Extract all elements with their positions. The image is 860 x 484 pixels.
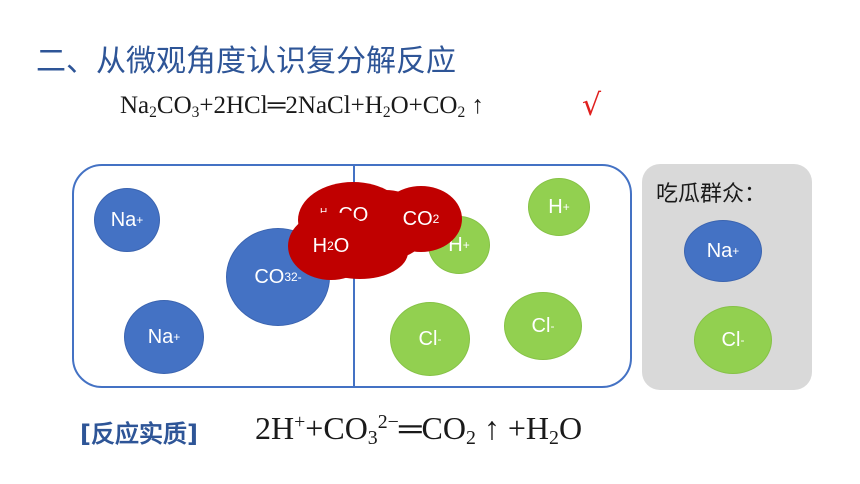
eq2-sub: 2 xyxy=(465,426,476,449)
eq1-sub-h2: 2 xyxy=(382,103,391,121)
ion-symbol: Cl xyxy=(418,327,438,350)
eq2-sup: 2− xyxy=(377,411,399,434)
ion-na-2: Na+ xyxy=(124,300,204,374)
eq1-hcl: +2HCl xyxy=(199,92,268,119)
beaker-container xyxy=(72,164,632,388)
eq2-sub: 2 xyxy=(549,426,559,449)
eq1-na: Na xyxy=(120,92,150,119)
chemical-equation: Na2CO3+2HCl═2NaCl+H2O+CO2 ↑ xyxy=(120,92,484,122)
ion-charge: + xyxy=(562,200,570,214)
onlooker-na: Na+ xyxy=(684,220,762,282)
ion-charge: + xyxy=(462,238,470,252)
ionic-equation: 2H++CO32−═CO2 ↑ +H2O xyxy=(255,410,582,450)
eq2-part: ↑ +H xyxy=(475,410,550,446)
product-symbol: H xyxy=(312,234,328,257)
ion-charge: + xyxy=(732,244,740,258)
onlooker-cl: Cl- xyxy=(694,306,772,374)
ion-charge: + xyxy=(173,330,181,344)
ion-charge: + xyxy=(136,213,144,227)
eq1-sub-2: 2 xyxy=(149,103,157,121)
eq2-sub: 3 xyxy=(367,426,378,449)
ion-symbol: Na xyxy=(147,325,174,348)
check-mark-icon: √ xyxy=(582,88,602,123)
product-subscript: 2 xyxy=(327,239,334,253)
ion-symbol: H xyxy=(548,195,563,218)
product-subscript: 2 xyxy=(432,212,440,226)
ion-symbol: Na xyxy=(110,208,137,231)
eq2-part: O xyxy=(558,410,583,446)
ion-na-1: Na+ xyxy=(94,188,160,252)
ion-cl-2: Cl- xyxy=(390,302,470,376)
product-tail: O xyxy=(333,234,350,257)
eq2-part: +CO xyxy=(305,410,368,446)
onlookers-label: 吃瓜群众： xyxy=(656,182,767,207)
ion-subscript: 3 xyxy=(284,270,291,284)
eq1-equals: ═ xyxy=(267,92,286,119)
ion-symbol: Na xyxy=(706,239,733,262)
ion-symbol: Cl xyxy=(531,314,551,337)
ion-charge: - xyxy=(437,332,442,346)
essence-label: [反应实质] xyxy=(80,420,198,448)
eq1-co: CO xyxy=(156,92,192,119)
ion-charge: 2- xyxy=(291,270,302,284)
eq2-equals: ═ xyxy=(398,410,422,446)
eq1-o-co: O+CO xyxy=(390,92,458,119)
product-symbol: CO xyxy=(402,207,433,230)
ion-charge: - xyxy=(740,333,745,347)
eq2-part: 2H xyxy=(255,410,295,446)
gas-arrow: ↑ xyxy=(465,92,484,119)
eq1-sub-co2: 2 xyxy=(457,103,466,121)
ion-h-1: H+ xyxy=(528,178,590,236)
eq1-sub-3: 3 xyxy=(191,103,200,121)
ion-symbol: CO xyxy=(254,265,285,288)
ion-symbol: Cl xyxy=(721,328,741,351)
ion-charge: - xyxy=(550,319,555,333)
eq1-products: 2NaCl+H xyxy=(285,92,383,119)
page-title: 二、从微观角度认识复分解反应 xyxy=(36,44,456,79)
eq2-sup: + xyxy=(294,411,306,434)
ion-cl-1: Cl- xyxy=(504,292,582,360)
eq2-part: CO xyxy=(421,410,466,446)
